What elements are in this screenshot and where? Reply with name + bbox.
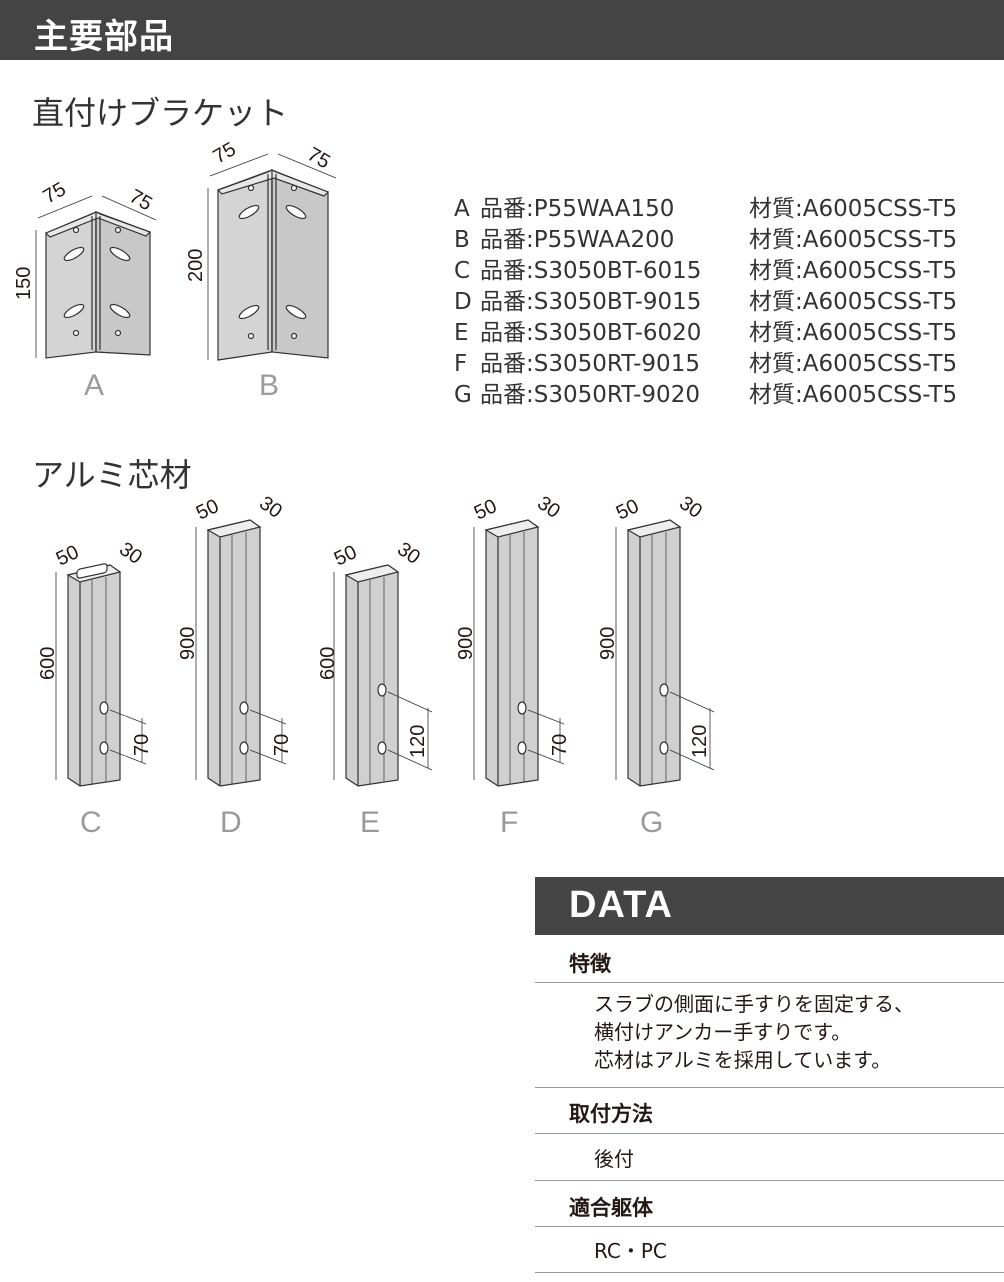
divider: [535, 1087, 1004, 1088]
core-f-dim-w: 50: [471, 495, 500, 524]
spec-letter: F: [454, 351, 468, 377]
core-g-dim-h: 900: [597, 627, 619, 660]
bracket-a-dim-h: 150: [13, 267, 35, 300]
core-g-dim-pitch: 120: [689, 725, 711, 758]
bracket-a-dim-w2: 75: [126, 185, 156, 215]
spec-material: 材質:A6005CSS-T5: [749, 382, 958, 408]
spec-row: F 品番:S3050RT-9015 材質:A6005CSS-T5: [454, 349, 957, 380]
parts-drawing: 75 75 150 A 75 75 200 B: [13, 138, 715, 839]
core-e-label: E: [360, 806, 380, 839]
core-f-dim-pitch: 70: [549, 734, 571, 756]
page-title: 主要部品: [34, 17, 174, 57]
bracket-b-drawing: [207, 153, 337, 361]
spec-row: A 品番:P55WAA150 材質:A6005CSS-T5: [454, 194, 957, 225]
features-heading: 特徴: [569, 952, 611, 976]
core-d-dim-pitch: 70: [271, 734, 293, 756]
divider: [535, 1226, 1004, 1227]
spec-material: 材質:A6005CSS-T5: [749, 320, 958, 346]
core-f-dim-d: 30: [533, 492, 564, 523]
spec-material: 材質:A6005CSS-T5: [749, 196, 958, 222]
spec-row: E 品番:S3050BT-6020 材質:A6005CSS-T5: [454, 318, 957, 349]
bracket-b-label: B: [259, 369, 279, 402]
core-d-dim-w: 50: [193, 495, 222, 524]
core-section-heading: アルミ芯材: [32, 456, 192, 494]
bracket-a-drawing: [35, 195, 157, 359]
core-c-dim-pitch: 70: [131, 734, 153, 756]
spec-part-number: 品番:P55WAA150: [480, 196, 675, 222]
core-d-drawing: [195, 519, 287, 787]
spec-material: 材質:A6005CSS-T5: [749, 351, 958, 377]
spec-part-number: 品番:S3050BT-6015: [480, 258, 702, 284]
data-title: DATA: [569, 884, 673, 926]
spec-material: 材質:A6005CSS-T5: [749, 258, 958, 284]
spec-table: A 品番:P55WAA150 材質:A6005CSS-T5 B 品番:P55WA…: [454, 194, 957, 411]
spec-letter: B: [454, 227, 470, 253]
data-banner: DATA: [535, 877, 1004, 935]
spec-part-number: 品番:S3050BT-6020: [480, 320, 702, 346]
bracket-b-dim-w1: 75: [210, 138, 240, 168]
bracket-a-label: A: [84, 369, 104, 402]
features-text: スラブの側面に手すりを固定する、 横付けアンカー手すりです。 芯材はアルミを採用…: [594, 990, 914, 1074]
bracket-section-heading: 直付けブラケット: [32, 94, 289, 132]
spec-part-number: 品番:P55WAA200: [480, 227, 675, 253]
spec-letter: C: [454, 258, 471, 284]
structure-value: RC・PC: [594, 1239, 667, 1263]
mounting-heading: 取付方法: [569, 1102, 653, 1126]
mounting-value: 後付: [594, 1147, 634, 1171]
spec-letter: E: [454, 320, 469, 346]
top-banner: 主要部品: [0, 0, 1004, 60]
spec-material: 材質:A6005CSS-T5: [749, 227, 958, 253]
core-g-dim-w: 50: [613, 495, 642, 524]
spec-row: G 品番:S3050RT-9020 材質:A6005CSS-T5: [454, 380, 957, 411]
core-f-label: F: [500, 806, 518, 839]
features-line: 芯材はアルミを採用しています。: [594, 1048, 892, 1072]
core-c-dim-w: 50: [53, 541, 82, 570]
divider: [535, 1133, 1004, 1134]
core-e-dim-pitch: 120: [407, 725, 429, 758]
core-f-dim-h: 900: [455, 627, 477, 660]
core-c-dim-h: 600: [37, 647, 59, 680]
spec-material: 材質:A6005CSS-T5: [749, 289, 958, 315]
spec-letter: G: [454, 382, 472, 408]
core-d-label: D: [220, 806, 242, 839]
core-g-drawing: [615, 519, 715, 787]
divider: [535, 982, 1004, 983]
spec-part-number: 品番:S3050RT-9015: [480, 351, 700, 377]
features-line: スラブの側面に手すりを固定する、: [594, 992, 914, 1016]
spec-letter: D: [454, 289, 472, 315]
spec-part-number: 品番:S3050RT-9020: [480, 382, 700, 408]
structure-heading: 適合躯体: [569, 1196, 653, 1220]
spec-row: B 品番:P55WAA200 材質:A6005CSS-T5: [454, 225, 957, 256]
bracket-b-dim-w2: 75: [304, 143, 334, 173]
core-c-label: C: [80, 806, 102, 839]
core-f-drawing: [473, 519, 565, 787]
features-line: 横付けアンカー手すりです。: [594, 1020, 852, 1044]
core-e-dim-w: 50: [331, 541, 360, 570]
core-e-dim-d: 30: [393, 538, 424, 569]
divider: [535, 1180, 1004, 1181]
core-d-dim-d: 30: [255, 492, 286, 523]
spec-row: C 品番:S3050BT-6015 材質:A6005CSS-T5: [454, 256, 957, 287]
spec-part-number: 品番:S3050BT-9015: [480, 289, 702, 315]
bracket-b-dim-h: 200: [185, 249, 207, 282]
core-c-drawing: [55, 563, 147, 787]
core-e-drawing: [333, 564, 433, 787]
divider: [535, 1272, 1004, 1273]
spec-letter: A: [454, 196, 470, 222]
core-d-dim-h: 900: [177, 627, 199, 660]
core-c-dim-d: 30: [115, 538, 146, 569]
core-g-label: G: [640, 806, 663, 839]
spec-row: D 品番:S3050BT-9015 材質:A6005CSS-T5: [454, 287, 957, 318]
core-e-dim-h: 600: [317, 647, 339, 680]
bracket-a-dim-w1: 75: [40, 178, 70, 208]
core-g-dim-d: 30: [675, 492, 706, 523]
